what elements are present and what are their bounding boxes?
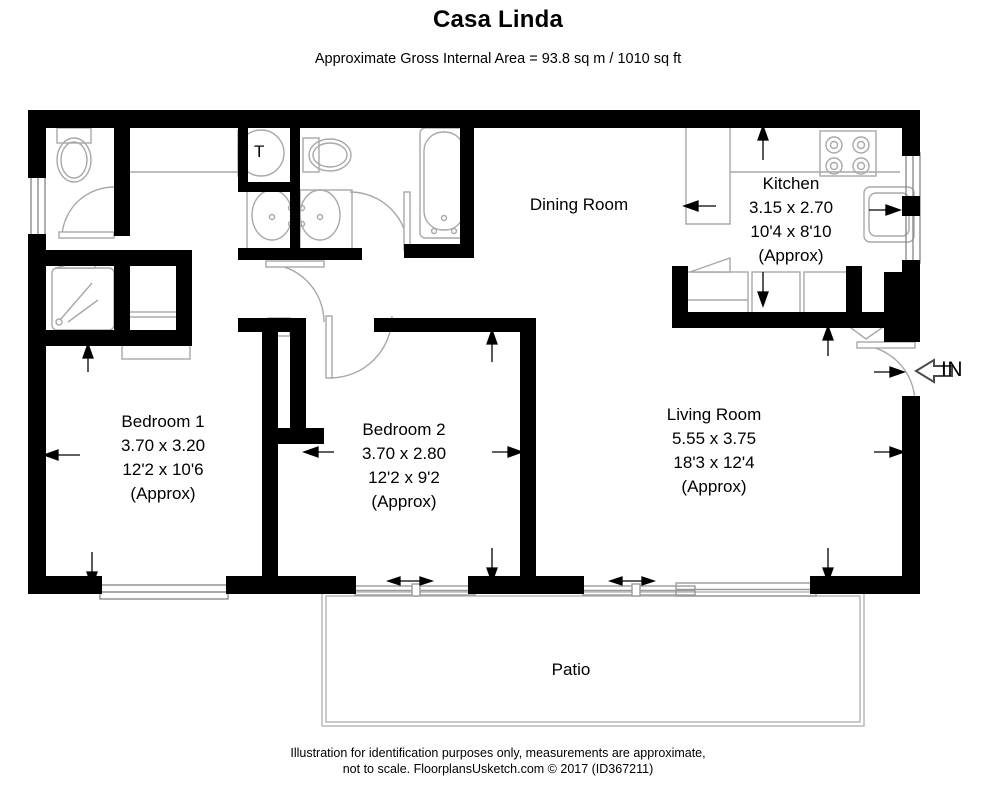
door-swing-wc-left — [58, 186, 115, 239]
door-swing-hall — [265, 260, 325, 323]
room-label-bedroom-1: Bedroom 1 3.70 x 3.20 12'2 x 10'6 (Appro… — [63, 410, 263, 506]
door-swing-bathroom — [349, 191, 411, 251]
room-label-living-room: Living Room 5.55 x 3.75 18'3 x 12'4 (App… — [614, 403, 814, 499]
footer-line-1: Illustration for identification purposes… — [290, 746, 706, 760]
room-name: Living Room — [666, 405, 762, 424]
hob-icon — [819, 130, 877, 177]
room-name: Dining Room — [529, 195, 629, 214]
basin-icon-left — [246, 189, 298, 253]
room-approx-note: (Approx) — [130, 484, 196, 503]
sliding-door-bedroom2 — [354, 583, 476, 597]
room-dimensions-imperial: 10'4 x 8'10 — [750, 222, 832, 241]
room-approx-note: (Approx) — [758, 246, 824, 265]
hot-water-tank-label: T — [254, 142, 265, 161]
page-title: Casa Linda — [432, 6, 564, 33]
room-label-patio: Patio — [471, 658, 671, 682]
patio-outline — [321, 591, 865, 727]
room-dimensions-imperial: 18'3 x 12'4 — [673, 453, 755, 472]
kitchen-counter-outline — [685, 128, 900, 225]
basin-icon-right — [298, 189, 353, 253]
room-label-dining-room: Dining Room — [479, 193, 679, 217]
room-name: Patio — [551, 660, 591, 679]
entrance-label: IN — [941, 358, 963, 381]
sliding-door-living — [582, 582, 817, 597]
room-dimensions-metric: 3.70 x 2.80 — [361, 444, 447, 463]
room-approx-note: (Approx) — [371, 492, 437, 511]
room-dimensions-imperial: 12'2 x 9'2 — [368, 468, 440, 487]
room-dimensions-metric: 3.70 x 3.20 — [120, 436, 206, 455]
room-approx-note: (Approx) — [681, 477, 747, 496]
room-dimensions-metric: 3.15 x 2.70 — [748, 198, 834, 217]
gross-area-subtitle: Approximate Gross Internal Area = 93.8 s… — [314, 51, 682, 67]
footer-line-2: not to scale. FloorplansUsketch.com © 20… — [342, 762, 654, 776]
room-dimensions-metric: 5.55 x 3.75 — [671, 429, 757, 448]
room-name: Kitchen — [762, 174, 820, 193]
shower-tray-icon — [51, 257, 115, 331]
toilet-icon-left — [56, 127, 92, 183]
room-label-bedroom-2: Bedroom 2 3.70 x 2.80 12'2 x 9'2 (Approx… — [304, 418, 504, 514]
window-bedroom1 — [99, 584, 229, 600]
disclaimer-footer: Illustration for identification purposes… — [0, 745, 996, 777]
room-dimensions-imperial: 12'2 x 10'6 — [122, 460, 204, 479]
window-left-wc — [30, 175, 46, 237]
room-label-kitchen: Kitchen 3.15 x 2.70 10'4 x 8'10 (Approx) — [691, 172, 891, 268]
entrance-arrow-icon — [914, 358, 953, 384]
walls-layer — [28, 110, 920, 594]
room-name: Bedroom 2 — [362, 420, 446, 439]
dimension-arrows — [42, 124, 906, 588]
toilet-icon-bathroom — [302, 137, 352, 173]
room-name: Bedroom 1 — [121, 412, 205, 431]
